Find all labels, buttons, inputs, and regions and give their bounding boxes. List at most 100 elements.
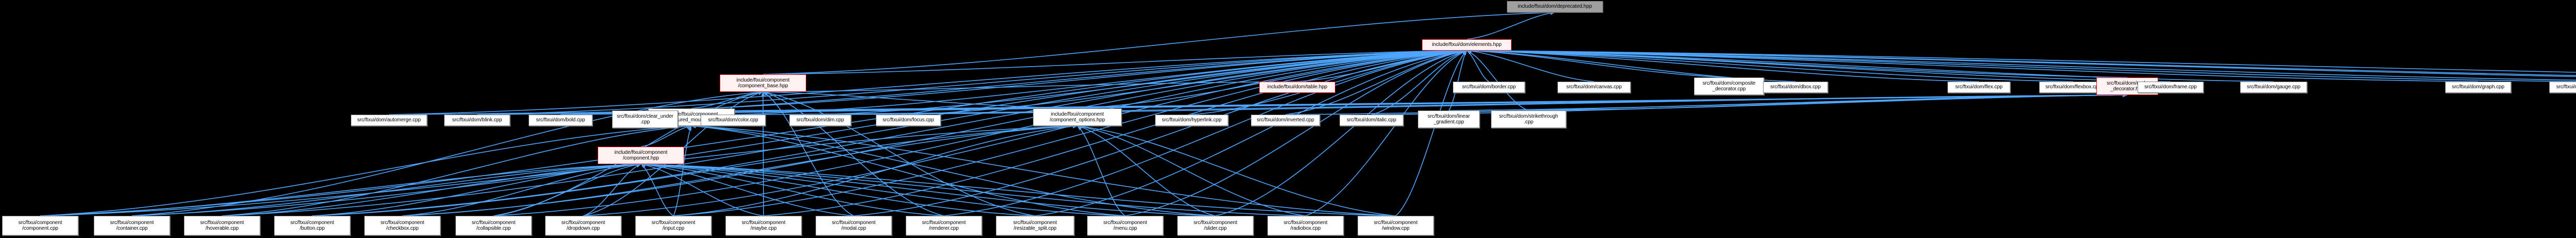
graph-node[interactable]: src/ftxui/component /hoverable.cpp bbox=[184, 216, 260, 235]
graph-node[interactable]: src/ftxui/dom/border.cpp bbox=[1453, 82, 1525, 93]
graph-node[interactable]: src/ftxui/dom/gauge.cpp bbox=[2240, 82, 2307, 93]
graph-edge bbox=[1466, 11, 1555, 40]
graph-node[interactable]: src/ftxui/dom/linear _gradient.cpp bbox=[1418, 110, 1480, 128]
graph-edge bbox=[1285, 93, 2128, 115]
graph-edge bbox=[640, 162, 1216, 216]
graph-node[interactable]: src/ftxui/component /input.cpp bbox=[635, 216, 711, 235]
graph-edge bbox=[762, 81, 1298, 94]
graph-edge bbox=[640, 162, 944, 216]
graph-edge bbox=[673, 124, 1078, 216]
graph-node[interactable]: include/ftxui/component /component_optio… bbox=[1033, 108, 1122, 126]
graph-edge bbox=[640, 163, 764, 216]
graph-edge bbox=[1466, 49, 2479, 82]
graph-edge bbox=[1466, 50, 1529, 111]
graph-node[interactable]: src/ftxui/dom/bold.cpp bbox=[529, 115, 592, 126]
graph-edge bbox=[640, 162, 1396, 216]
graph-edge bbox=[493, 163, 641, 216]
graph-node[interactable]: src/ftxui/dom/blink.cpp bbox=[444, 115, 510, 126]
graph-edge bbox=[40, 124, 1078, 216]
graph-node[interactable]: src/ftxui/dom/composite _decorator.cpp bbox=[1694, 77, 1764, 95]
graph-node[interactable]: src/ftxui/component /radiobox.cpp bbox=[1267, 216, 1344, 235]
graph-edge bbox=[402, 162, 641, 216]
graph-node[interactable]: src/ftxui/component /dropdown.cpp bbox=[545, 216, 621, 235]
graph-edge bbox=[40, 124, 692, 216]
graph-node[interactable]: include/ftxui/dom/deprecated.hpp bbox=[1507, 1, 1603, 12]
graph-node[interactable]: src/ftxui/component /resizable_split.cpp bbox=[996, 216, 1074, 235]
graph-edge bbox=[1077, 124, 1306, 216]
graph-edge bbox=[1466, 49, 2171, 82]
graph-edge bbox=[402, 49, 1467, 216]
graph-edge bbox=[762, 49, 1467, 75]
graph-node[interactable]: src/ftxui/dom/clear_under .cpp bbox=[612, 110, 678, 128]
graph-edge bbox=[1466, 49, 2576, 82]
graph-edge bbox=[1466, 49, 1796, 82]
graph-edge bbox=[1395, 50, 1467, 216]
graph-node[interactable]: include/ftxui/component /component_base.… bbox=[720, 74, 806, 92]
graph-edge bbox=[1215, 50, 1467, 216]
graph-edge bbox=[763, 49, 1467, 216]
graph-edge bbox=[762, 91, 944, 216]
graph-node[interactable]: src/ftxui/dom/strikethrough .cpp bbox=[1491, 110, 1566, 128]
graph-edge bbox=[1035, 49, 1467, 216]
graph-edge bbox=[1077, 125, 1126, 216]
graph-node[interactable]: src/ftxui/dom/automerge.cpp bbox=[351, 115, 427, 126]
graph-edge bbox=[1371, 93, 2128, 115]
graph-node[interactable]: src/ftxui/dom/hyperlink.cpp bbox=[1155, 115, 1228, 126]
graph-edge bbox=[1466, 49, 2576, 77]
graph-edge bbox=[1466, 49, 2074, 82]
graph-edge bbox=[312, 162, 641, 216]
graph-edge bbox=[222, 49, 1467, 216]
graph-edge bbox=[853, 49, 1467, 216]
graph-node[interactable]: src/ftxui/dom/graph.cpp bbox=[2445, 82, 2511, 93]
graph-edge bbox=[640, 162, 1036, 216]
graph-node[interactable]: src/ftxui/component /collapsible.cpp bbox=[455, 216, 532, 235]
graph-node[interactable]: src/ftxui/dom/inverted.cpp bbox=[1251, 115, 1320, 126]
graph-node[interactable]: src/ftxui/component /window.cpp bbox=[1358, 216, 1434, 235]
graph-edge bbox=[761, 91, 766, 216]
graph-node[interactable]: src/ftxui/dom/frame.cpp bbox=[2138, 82, 2204, 93]
graph-edge bbox=[640, 162, 854, 216]
graph-edge bbox=[1466, 49, 1979, 82]
graph-node[interactable]: src/ftxui/dom/color.cpp bbox=[701, 115, 766, 126]
graph-edge bbox=[1466, 49, 1595, 82]
graph-node[interactable]: src/ftxui/dom/focus.cpp bbox=[876, 115, 941, 126]
graph-edge bbox=[131, 162, 641, 216]
graph-node[interactable]: include/ftxui/dom/elements.hpp bbox=[1422, 39, 1512, 51]
graph-node[interactable]: src/ftxui/component /container.cpp bbox=[94, 216, 170, 235]
graph-edge bbox=[560, 93, 2128, 115]
graph-node[interactable]: src/ftxui/component /button.cpp bbox=[274, 216, 350, 235]
graph-node[interactable]: include/ftxui/component /component.hpp bbox=[598, 147, 684, 164]
graph-edge bbox=[1077, 124, 1396, 216]
graph-node[interactable]: include/ftxui/dom/table.hpp bbox=[1259, 82, 1335, 93]
graph-edge bbox=[640, 164, 674, 216]
graph-edge bbox=[312, 124, 1078, 216]
graph-node[interactable]: src/ftxui/component /renderer.cpp bbox=[906, 216, 982, 235]
graph-edge bbox=[1466, 49, 2576, 76]
graph-node[interactable]: src/ftxui/dom/canvas.cpp bbox=[1557, 82, 1631, 93]
graph-edge bbox=[1077, 125, 1216, 216]
graph-edge bbox=[1466, 49, 2576, 73]
graph-edge bbox=[402, 124, 1078, 216]
graph-edge bbox=[1528, 93, 2128, 111]
graph-node[interactable]: src/ftxui/dom/dim.cpp bbox=[789, 115, 851, 126]
graph-node[interactable]: src/ftxui/dom/dbox.cpp bbox=[1763, 82, 1828, 93]
graph-edge bbox=[762, 90, 1078, 109]
graph-edge bbox=[762, 91, 854, 216]
graph-edge bbox=[1448, 50, 1467, 111]
graph-node[interactable]: src/ftxui/dom/flexbox.cpp bbox=[2039, 82, 2107, 93]
graph-node[interactable]: src/ftxui/component /slider.cpp bbox=[1177, 216, 1253, 235]
graph-node[interactable]: src/ftxui/component /component.cpp bbox=[2, 216, 78, 235]
graph-node[interactable]: src/ftxui/component /maybe.cpp bbox=[725, 216, 802, 235]
graph-edge bbox=[583, 49, 1467, 216]
graph-node[interactable]: src/ftxui/dom/flex.cpp bbox=[1947, 82, 2010, 93]
graph-node[interactable]: src/ftxui/dom/italic.cpp bbox=[1340, 115, 1403, 126]
graph-node[interactable]: src/ftxui/component /modal.cpp bbox=[816, 216, 892, 235]
graph-node[interactable]: src/ftxui/component /checkbox.cpp bbox=[364, 216, 440, 235]
graph-edge bbox=[691, 124, 1396, 216]
graph-edge bbox=[583, 164, 641, 216]
graph-node[interactable]: src/ftxui/component /menu.cpp bbox=[1087, 216, 1163, 235]
graph-edge bbox=[762, 90, 1036, 216]
graph-edge bbox=[673, 125, 692, 216]
graph-node[interactable]: src/ftxui/dom/gridbox.cpp bbox=[2549, 82, 2576, 93]
graph-edge bbox=[640, 124, 692, 147]
